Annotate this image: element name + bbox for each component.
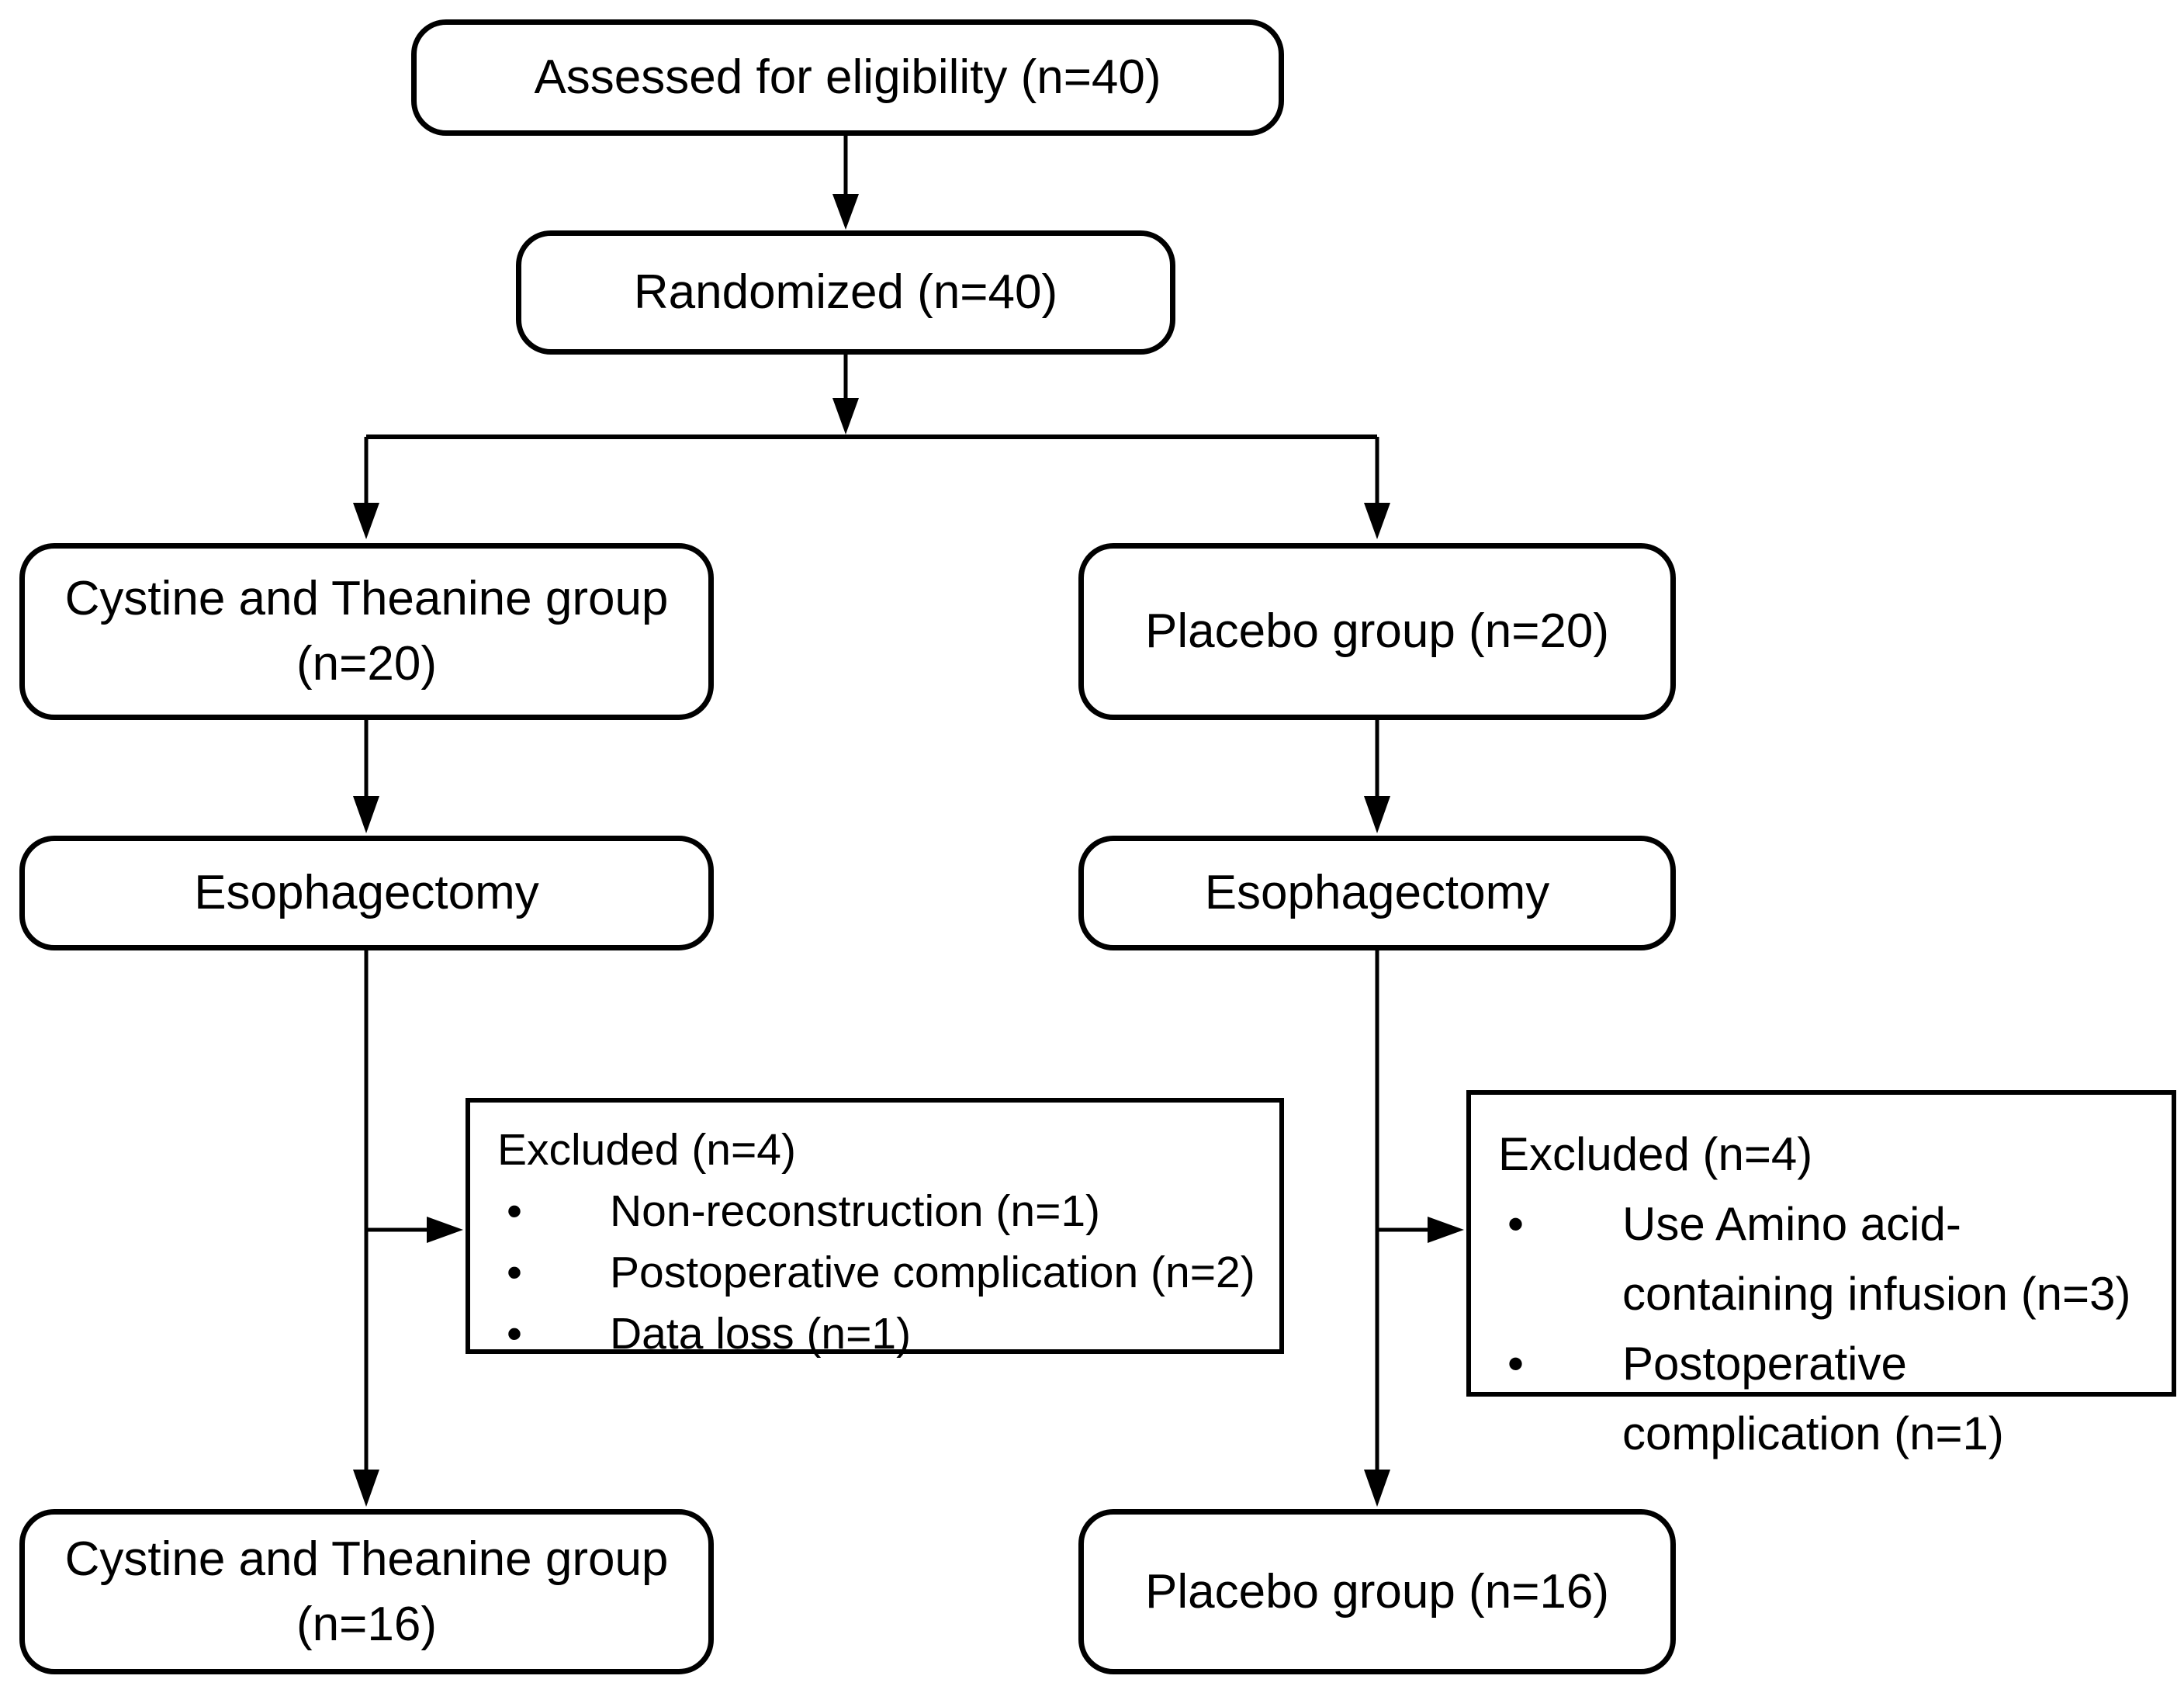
node-excluded-left: Excluded (n=4) • Non-reconstruction (n=1… bbox=[466, 1098, 1284, 1359]
arrow-randomized-to-split bbox=[366, 355, 1377, 439]
node-cystine-theanine-group: Cystine and Theanine group (n=20) bbox=[19, 543, 714, 720]
node-assessed-eligibility: Assessed for eligibility (n=40) bbox=[411, 19, 1284, 136]
excluded-left-item-text: Postoperative complication (n=2) bbox=[610, 1248, 1255, 1297]
excluded-right-item-text: Postoperative complication (n=1) bbox=[1622, 1338, 2004, 1459]
node-placebo-group: Placebo group (n=20) bbox=[1078, 543, 1676, 720]
arrow-split-to-placebo-group bbox=[1364, 437, 1390, 539]
node-esophagectomy-right: Esophagectomy bbox=[1078, 836, 1676, 950]
arrow-placebo-group-to-esophagectomy bbox=[1364, 720, 1390, 833]
node-cystine-theanine-group-n: (n=20) bbox=[296, 637, 437, 691]
excluded-right-item-text: Use Amino acid-containing infusion (n=3) bbox=[1622, 1198, 2131, 1320]
excluded-left-title: Excluded (n=4) bbox=[497, 1125, 796, 1175]
excluded-left-item-text: Data loss (n=1) bbox=[610, 1309, 912, 1359]
arrow-split-to-ct-group bbox=[353, 437, 379, 539]
arrow-esophagectomy-to-placebo-final bbox=[1364, 950, 1390, 1507]
node-randomized: Randomized (n=40) bbox=[516, 230, 1175, 355]
excluded-left-item: • Postoperative complication (n=2) bbox=[497, 1242, 1265, 1304]
node-randomized-label: Randomized (n=40) bbox=[633, 265, 1058, 319]
arrow-branch-to-excluded-right bbox=[1377, 1217, 1464, 1243]
arrow-ct-group-to-esophagectomy bbox=[353, 720, 379, 833]
node-excluded-right: Excluded (n=4) • Use Amino acid-containi… bbox=[1466, 1090, 2176, 1459]
bullet-icon: • bbox=[507, 1186, 522, 1236]
bullet-icon: • bbox=[1507, 1338, 1525, 1390]
excluded-right-item: • Use Amino acid-containing infusion (n=… bbox=[1498, 1189, 2162, 1329]
node-esophagectomy-left: Esophagectomy bbox=[19, 836, 714, 950]
node-placebo-group-label: Placebo group (n=20) bbox=[1144, 604, 1610, 658]
bullet-icon: • bbox=[507, 1248, 522, 1297]
bullet-icon: • bbox=[507, 1309, 522, 1359]
node-esophagectomy-left-label: Esophagectomy bbox=[194, 866, 539, 919]
excluded-right-title: Excluded (n=4) bbox=[1498, 1128, 1813, 1180]
arrow-branch-to-excluded-left bbox=[366, 1217, 463, 1243]
node-assessed-eligibility-label: Assessed for eligibility (n=40) bbox=[534, 50, 1161, 104]
node-cystine-theanine-final-name: Cystine and Theanine group bbox=[64, 1532, 669, 1586]
excluded-left-item: • Non-reconstruction (n=1) bbox=[497, 1181, 1265, 1242]
node-cystine-theanine-group-name: Cystine and Theanine group bbox=[64, 572, 669, 625]
arrow-esophagectomy-to-ct-final bbox=[353, 950, 379, 1507]
node-placebo-final: Placebo group (n=16) bbox=[1078, 1509, 1676, 1674]
node-esophagectomy-right-label: Esophagectomy bbox=[1204, 866, 1550, 919]
excluded-left-item-text: Non-reconstruction (n=1) bbox=[610, 1186, 1101, 1236]
excluded-right-item: • Postoperative complication (n=1) bbox=[1498, 1329, 2162, 1469]
excluded-left-item: • Data loss (n=1) bbox=[497, 1304, 1265, 1365]
node-placebo-final-label: Placebo group (n=16) bbox=[1144, 1564, 1610, 1619]
node-cystine-theanine-final-n: (n=16) bbox=[296, 1597, 437, 1651]
node-cystine-theanine-final: Cystine and Theanine group (n=16) bbox=[19, 1509, 714, 1674]
bullet-icon: • bbox=[1507, 1198, 1525, 1250]
arrow-assessed-to-randomized bbox=[832, 136, 859, 230]
